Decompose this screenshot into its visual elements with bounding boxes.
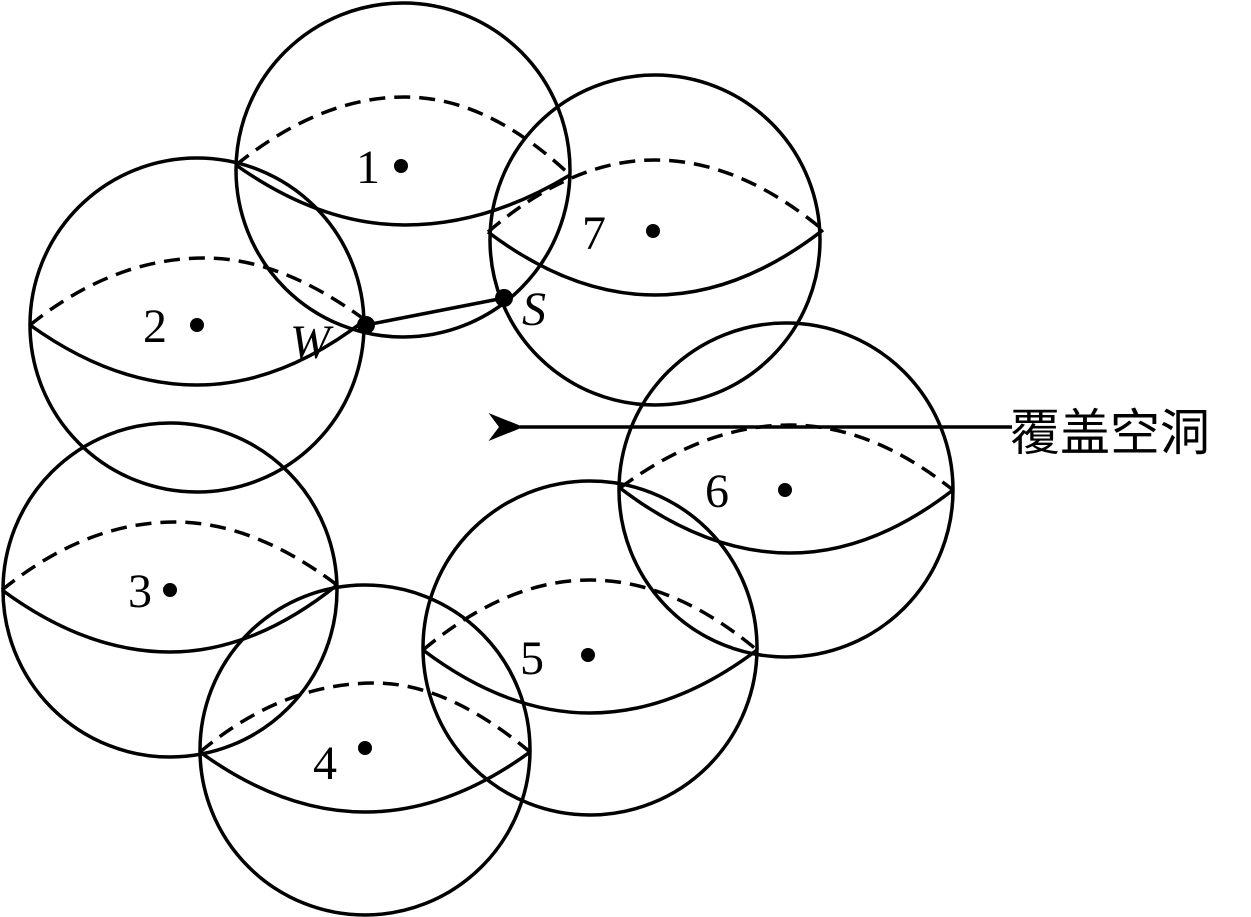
- sphere-2-equator-back: [28, 256, 367, 327]
- sphere-1-label: 1: [356, 141, 380, 194]
- sphere-2-equator-front: [28, 318, 367, 387]
- point-w: [357, 316, 375, 334]
- sphere-3-center: [163, 583, 177, 597]
- sphere-5-label: 5: [520, 632, 544, 685]
- sphere-1-equator-front: [234, 163, 571, 227]
- sphere-7-label: 7: [582, 207, 606, 260]
- coverage-hole-label: 覆盖空洞: [1010, 404, 1210, 462]
- sphere-7: [488, 73, 822, 407]
- sphere-3-equator-front: [0, 583, 339, 654]
- sphere-4-label: 4: [313, 737, 337, 790]
- sphere-1-equator-back: [234, 95, 572, 177]
- sphere-5-equator-front: [421, 648, 759, 715]
- sphere-6-equator-front: [618, 486, 955, 555]
- sphere-7-center: [646, 224, 660, 238]
- sphere-5-center: [581, 648, 595, 662]
- sphere-4-equator-back: [198, 681, 532, 754]
- sphere-7-equator-front: [486, 228, 825, 297]
- sphere-6-label: 6: [705, 465, 729, 518]
- sphere-3-equator-back: [0, 520, 339, 592]
- sphere-5-equator-back: [421, 578, 759, 652]
- w-s-segment: [365, 296, 505, 327]
- sphere-3-label: 3: [128, 565, 152, 618]
- point-s: [495, 289, 513, 307]
- sphere-2-label: 2: [143, 300, 167, 353]
- sphere-5: [421, 479, 759, 817]
- sphere-6-center: [778, 483, 792, 497]
- sphere-6-equator-back: [618, 423, 955, 492]
- sphere-4-center: [358, 741, 372, 755]
- sphere-7-equator-back: [486, 158, 825, 234]
- point-w-label: W: [290, 316, 334, 369]
- sphere-1-center: [394, 159, 408, 173]
- sphere-1: [234, 1, 572, 339]
- sphere-2-center: [190, 318, 204, 332]
- sphere-4-equator-front: [198, 750, 532, 814]
- point-s-label: S: [522, 283, 546, 336]
